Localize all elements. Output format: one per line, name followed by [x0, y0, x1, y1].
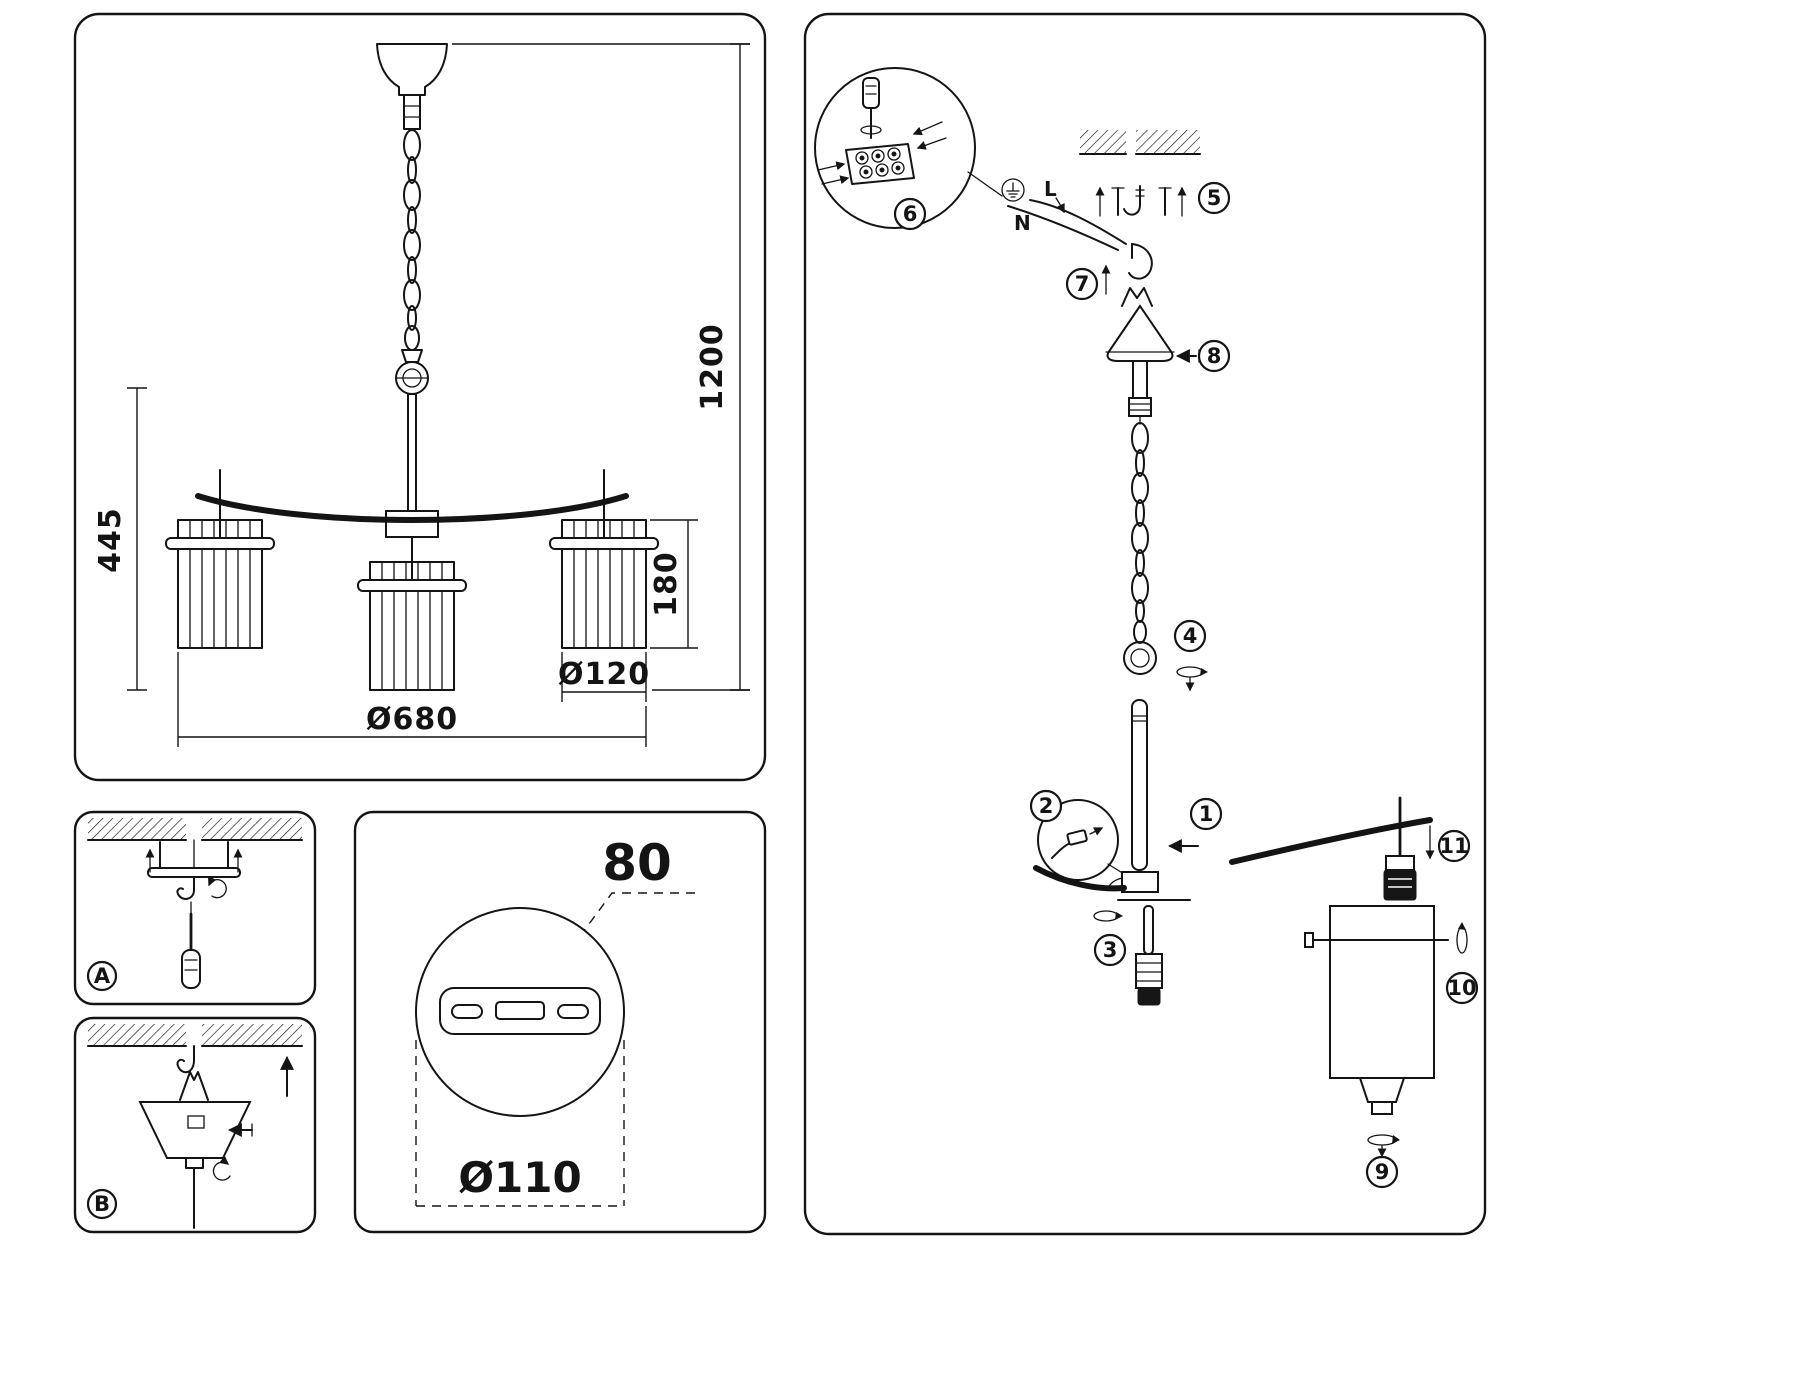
step-b-badge: B: [86, 1188, 118, 1220]
ceiling-hatch: [1136, 130, 1200, 154]
chandelier-chain: [403, 129, 421, 351]
ceiling-hatch: [1080, 130, 1126, 154]
assembly-hook: [1101, 243, 1153, 307]
center-hub: [385, 510, 439, 538]
dimension-shade-diameter: Ø120: [558, 652, 650, 702]
wire: [1007, 205, 1119, 251]
step-8-badge: 8: [1197, 339, 1231, 373]
dimension-drop-height: 445: [93, 387, 147, 691]
step-a-badge: A: [86, 960, 118, 992]
step-9-badge: 9: [1365, 1155, 1399, 1189]
panel-step-b: B: [73, 1016, 317, 1234]
ceiling-hook: [176, 876, 195, 900]
step-6-badge: 6: [893, 197, 927, 231]
dim-680-label: Ø680: [366, 702, 458, 737]
arm-shade-subassembly: [1229, 796, 1468, 1158]
screwdriver-icon: [181, 901, 201, 989]
rotate-arrow-icon: [212, 1155, 231, 1181]
dimension-total-height: 1200: [452, 43, 750, 691]
shade-center: [357, 561, 467, 691]
wiring-labels: L N: [1001, 177, 1127, 251]
shade-left: [165, 519, 275, 649]
neutral-label: N: [1014, 211, 1031, 235]
panel-plate-detail: 80 Ø110: [353, 810, 767, 1234]
svg-text:10: 10: [1447, 976, 1476, 1000]
rotate-icon: [1093, 910, 1123, 922]
spring-clip: [1121, 287, 1153, 307]
dim-180-label: 180: [649, 551, 684, 617]
panel-assembly: 5: [803, 12, 1487, 1236]
terminal-detail-circle: [814, 67, 1003, 229]
hook-and-screws: [1095, 185, 1187, 217]
wire-arrow: [817, 161, 846, 171]
assembly-hub: [1033, 839, 1199, 901]
rotate-arrow-icon: [208, 876, 227, 899]
step-1-badge: 1: [1189, 797, 1223, 831]
shade-right: [549, 519, 659, 649]
step-4-badge: 4: [1173, 619, 1207, 653]
step-10-badge: 10: [1445, 971, 1479, 1005]
dim-80-label: 80: [602, 834, 672, 892]
mounting-bracket: [145, 841, 243, 900]
spring-clip: [179, 1071, 209, 1101]
ceiling-hook: [176, 1045, 195, 1074]
svg-text:8: 8: [1207, 344, 1222, 368]
leader-line: [533, 892, 695, 999]
assembly-canopy: [1105, 304, 1200, 417]
step-a-label: A: [94, 964, 111, 988]
step-11-badge: 11: [1437, 829, 1471, 863]
svg-text:1: 1: [1199, 802, 1214, 826]
dimension-shade-height: 180: [649, 519, 698, 649]
svg-text:9: 9: [1375, 1160, 1390, 1184]
terminal-block: [845, 143, 915, 185]
step-5-badge: 5: [1197, 181, 1231, 215]
ceiling-hatch: [88, 818, 186, 840]
svg-text:7: 7: [1075, 272, 1090, 296]
rotate-icon: [1367, 1134, 1400, 1158]
panel-dimension-drawing: 1200 445 180 Ø120 Ø680: [73, 12, 767, 782]
assembly-ring: [1123, 620, 1157, 675]
arm-bow: [195, 493, 629, 523]
svg-text:5: 5: [1207, 186, 1222, 210]
socket-stem: [1135, 905, 1163, 1006]
glass-shade: [1329, 905, 1435, 1079]
svg-text:11: 11: [1439, 834, 1468, 858]
leader-line: [967, 171, 1003, 197]
wire-arrow: [821, 175, 850, 185]
line-label: L: [1044, 177, 1057, 201]
screwdriver-icon: [860, 77, 882, 139]
step-2-badge: 2: [1029, 789, 1063, 823]
ceiling-hatch: [88, 1024, 186, 1046]
svg-text:6: 6: [903, 202, 918, 226]
dim-1200-label: 1200: [695, 323, 730, 411]
mounting-plate: [439, 987, 601, 1035]
svg-text:4: 4: [1183, 624, 1198, 648]
wire-detail-circle: [1037, 799, 1125, 881]
rotate-icon: [1456, 922, 1468, 954]
wire-arrow: [912, 121, 943, 136]
rotate-icon: [1176, 666, 1208, 692]
wire: [1029, 199, 1127, 245]
step-7-badge: 7: [1065, 267, 1099, 301]
dim-445-label: 445: [93, 507, 128, 573]
assembly-chain: [1131, 415, 1149, 623]
panel-step-a: A: [73, 810, 317, 1006]
wire-arrow: [1055, 197, 1065, 214]
step-b-label: B: [94, 1192, 110, 1216]
dimension-fixture-diameter: Ø680: [177, 652, 647, 747]
ceiling-hatch: [202, 818, 302, 840]
wire-arrow: [916, 137, 947, 150]
dim-110-label: Ø110: [458, 1153, 581, 1202]
finial: [1358, 1077, 1406, 1103]
svg-text:3: 3: [1103, 938, 1118, 962]
ground-icon: [1001, 178, 1025, 202]
step-3-badge: 3: [1093, 933, 1127, 967]
ceiling-hatch: [202, 1024, 302, 1046]
svg-text:2: 2: [1039, 794, 1054, 818]
assembly-rod: [1131, 699, 1148, 871]
dim-120-label: Ø120: [558, 657, 650, 692]
